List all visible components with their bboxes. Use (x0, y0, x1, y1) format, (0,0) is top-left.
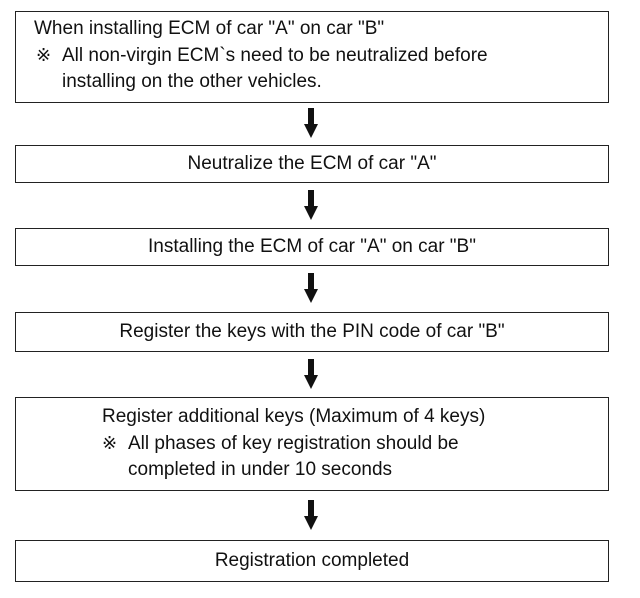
step-4-text: Register the keys with the PIN code of c… (119, 321, 505, 342)
flow-step-2-box: Neutralize the ECM of car "A" (15, 145, 609, 183)
step-1-note-line-1: All non-virgin ECM`s need to be neutrali… (62, 45, 488, 66)
flow-step-6-box: Registration completed (15, 540, 609, 582)
reference-mark-icon: ※ (102, 433, 118, 453)
down-arrow-icon (304, 359, 318, 389)
step-1-title: When installing ECM of car "A" on car "B… (34, 18, 385, 39)
step-6-text: Registration completed (214, 550, 410, 571)
step-3-text: Installing the ECM of car "A" on car "B" (148, 236, 476, 257)
reference-mark-icon: ※ (36, 45, 52, 65)
down-arrow-icon (304, 500, 318, 530)
step-1-note-line-2: installing on the other vehicles. (62, 71, 322, 92)
flow-step-5-box: Register additional keys (Maximum of 4 k… (15, 397, 609, 491)
step-5-title: Register additional keys (Maximum of 4 k… (102, 406, 486, 427)
down-arrow-icon (304, 190, 318, 220)
flow-step-1-box: When installing ECM of car "A" on car "B… (15, 11, 609, 103)
down-arrow-icon (304, 108, 318, 138)
step-5-note-line-1: All phases of key registration should be (128, 433, 459, 454)
flow-step-4-box: Register the keys with the PIN code of c… (15, 312, 609, 352)
step-5-note-line-2: completed in under 10 seconds (128, 459, 393, 480)
step-2-text: Neutralize the ECM of car "A" (187, 153, 437, 174)
down-arrow-icon (304, 273, 318, 303)
flow-step-3-box: Installing the ECM of car "A" on car "B" (15, 228, 609, 266)
